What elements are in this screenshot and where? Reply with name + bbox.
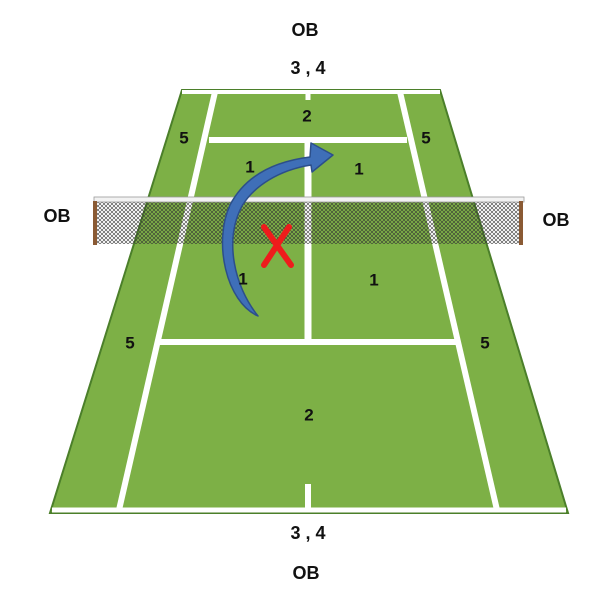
- ob-top-label: OB: [292, 20, 319, 40]
- net-post-left: [93, 201, 97, 245]
- x-mark-icon: [261, 224, 294, 268]
- ob-right-label: OB: [543, 210, 570, 230]
- ob-bottom-label: OB: [293, 563, 320, 583]
- far-alley-right-label: 5: [421, 128, 430, 147]
- net-post-right: [519, 201, 523, 245]
- far-alley-left-label: 5: [179, 128, 188, 147]
- near-baseline-label: 3 , 4: [290, 523, 325, 543]
- tennis-net-icon: [93, 196, 525, 245]
- near-alley-right-label: 5: [480, 333, 489, 352]
- ob-left-label: OB: [44, 206, 71, 226]
- near-alley-left-label: 5: [125, 333, 134, 352]
- far-service-right-label: 1: [354, 159, 363, 178]
- right-singles-sideline: [397, 91, 500, 511]
- near-service-left-label: 1: [238, 269, 247, 288]
- far-service-left-label: 1: [245, 157, 254, 176]
- curved-arrow-icon: [221, 142, 334, 317]
- near-back-court-label: 2: [304, 405, 313, 424]
- left-singles-sideline: [116, 91, 218, 511]
- court-lines: [52, 90, 566, 513]
- far-baseline-label: 3 , 4: [290, 58, 325, 78]
- near-service-right-label: 1: [369, 270, 378, 289]
- far-back-court-label: 2: [302, 106, 311, 125]
- net-mesh: [96, 201, 522, 244]
- net-tape: [93, 196, 525, 203]
